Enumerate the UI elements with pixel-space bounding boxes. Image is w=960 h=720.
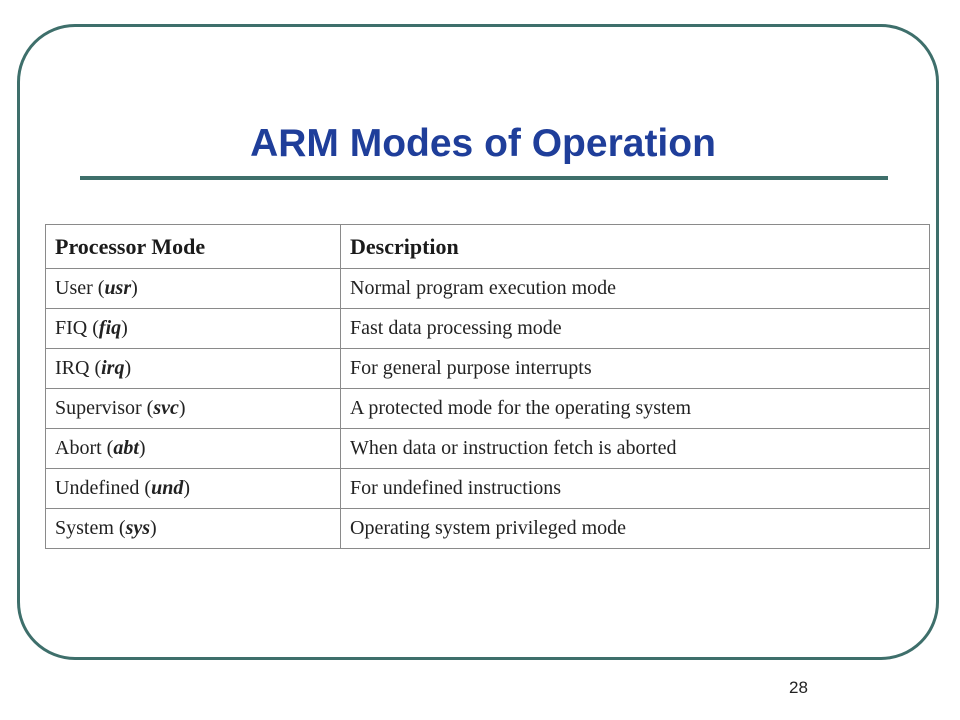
mode-cell: User (usr): [45, 268, 341, 309]
table-row: Abort (abt) When data or instruction fet…: [45, 428, 930, 469]
mode-name: Undefined: [55, 477, 140, 499]
mode-cell: FIQ (fiq): [45, 308, 341, 349]
mode-cell: IRQ (irq): [45, 348, 341, 389]
table-row: FIQ (fiq) Fast data processing mode: [45, 308, 930, 349]
table-header-row: Processor Mode Description: [45, 224, 930, 269]
description-cell: For undefined instructions: [340, 468, 930, 509]
mode-abbreviation: und: [151, 477, 184, 499]
slide-frame: [17, 24, 939, 660]
processor-modes-table: Processor Mode Description User (usr) No…: [45, 224, 930, 549]
table-row: Supervisor (svc) A protected mode for th…: [45, 388, 930, 429]
mode-cell: Supervisor (svc): [45, 388, 341, 429]
table-row: System (sys) Operating system privileged…: [45, 508, 930, 549]
mode-abbreviation: sys: [125, 517, 151, 539]
mode-abbreviation: fiq: [98, 317, 122, 339]
mode-name: Abort: [55, 437, 102, 459]
mode-name: User: [55, 277, 93, 299]
table-row: User (usr) Normal program execution mode: [45, 268, 930, 309]
mode-name: System: [55, 517, 114, 539]
mode-name: Supervisor: [55, 397, 142, 419]
mode-abbreviation: abt: [113, 437, 139, 459]
description-cell: Operating system privileged mode: [340, 508, 930, 549]
description-cell: For general purpose interrupts: [340, 348, 930, 389]
description-cell: Fast data processing mode: [340, 308, 930, 349]
page-number: 28: [789, 678, 808, 697]
title-underline: [80, 176, 888, 180]
description-cell: A protected mode for the operating syste…: [340, 388, 930, 429]
mode-name: IRQ: [55, 357, 90, 379]
mode-abbreviation: svc: [153, 397, 179, 419]
table-row: IRQ (irq) For general purpose interrupts: [45, 348, 930, 389]
description-cell: When data or instruction fetch is aborte…: [340, 428, 930, 469]
column-header-description: Description: [340, 224, 930, 269]
mode-abbreviation: usr: [104, 277, 132, 299]
mode-cell: Undefined (und): [45, 468, 341, 509]
column-header-processor-mode: Processor Mode: [45, 224, 341, 269]
slide-title: ARM Modes of Operation: [250, 122, 716, 165]
mode-abbreviation: irq: [101, 357, 125, 379]
mode-cell: System (sys): [45, 508, 341, 549]
mode-cell: Abort (abt): [45, 428, 341, 469]
description-cell: Normal program execution mode: [340, 268, 930, 309]
table-row: Undefined (und) For undefined instructio…: [45, 468, 930, 509]
mode-name: FIQ: [55, 317, 88, 339]
